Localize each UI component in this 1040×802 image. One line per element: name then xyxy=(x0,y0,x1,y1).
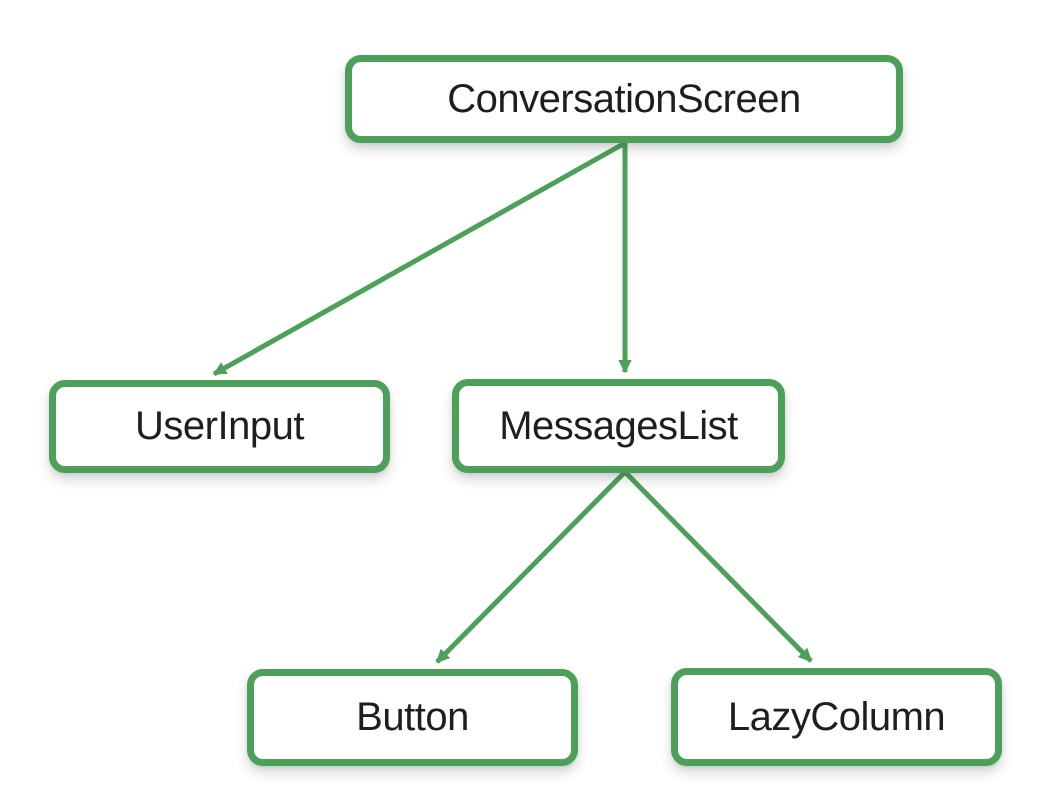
node-lazy-column: LazyColumn xyxy=(671,668,1002,766)
edge-conversationscreen-userinput xyxy=(212,140,627,377)
node-label: LazyColumn xyxy=(727,694,946,739)
node-button: Button xyxy=(247,669,578,766)
edge-messageslist-lazycolumn xyxy=(623,470,813,663)
node-conversation-screen: ConversationScreen xyxy=(345,55,903,143)
node-label: ConversationScreen xyxy=(447,76,801,121)
node-messages-list: MessagesList xyxy=(452,379,785,473)
node-label: Button xyxy=(356,695,469,739)
node-label: UserInput xyxy=(135,404,304,448)
edge-messageslist-button xyxy=(435,470,627,664)
node-label: MessagesList xyxy=(499,403,738,448)
node-user-input: UserInput xyxy=(49,380,390,473)
